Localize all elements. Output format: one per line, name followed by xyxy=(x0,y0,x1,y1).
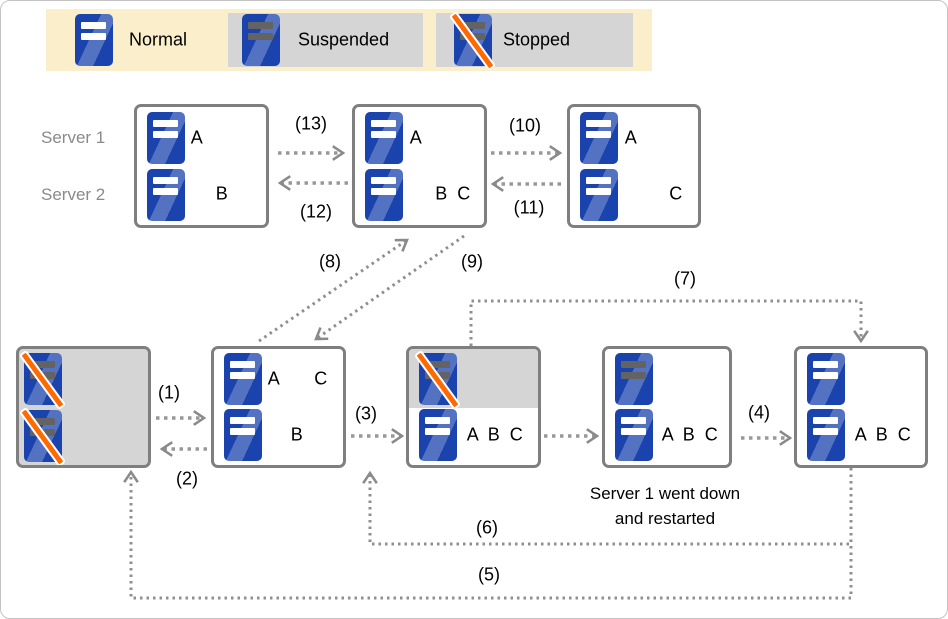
app-letters: C xyxy=(669,183,683,204)
arrow-label-7: (7) xyxy=(674,268,696,289)
legend-label-normal: Normal xyxy=(129,29,188,50)
state-box-b4: A B C xyxy=(602,346,732,468)
legend-label-suspended: Suspended xyxy=(298,29,390,50)
server-stopped-icon xyxy=(24,410,62,462)
state-box-b1 xyxy=(16,346,151,468)
app-letters: A B C xyxy=(661,424,719,445)
app-letters: A B C xyxy=(854,424,912,445)
state-box-b3: A B C xyxy=(406,346,541,468)
arrow-label-10: (10) xyxy=(508,115,542,136)
server-suspended-icon xyxy=(242,14,280,66)
restart-note-line1: Server 1 went down xyxy=(589,484,741,503)
server-normal-icon xyxy=(365,169,403,221)
server-normal-icon xyxy=(580,169,618,221)
app-letters: B C xyxy=(435,183,471,204)
app-letters: C xyxy=(314,368,328,389)
server-normal-icon xyxy=(419,409,457,461)
app-letters: A xyxy=(267,368,281,389)
state-box-t2: A B C xyxy=(352,104,487,228)
server-normal-icon xyxy=(224,353,262,405)
state-box-b2: A C B xyxy=(211,346,346,468)
app-letters: A xyxy=(190,127,204,148)
server-stopped-icon xyxy=(24,353,62,405)
app-letters: A xyxy=(624,127,638,148)
state-box-b5: A B C xyxy=(794,346,928,468)
arrow-label-12: (12) xyxy=(299,201,333,222)
server-normal-icon xyxy=(807,409,845,461)
row-label-server2: Server 2 xyxy=(41,185,106,204)
restart-note: Server 1 went down and restarted xyxy=(590,481,740,531)
server-normal-icon xyxy=(580,112,618,164)
legend-chip-stopped: Stopped xyxy=(436,13,633,67)
arrow-label-6: (6) xyxy=(476,517,498,538)
arrow-label-4: (4) xyxy=(748,402,770,423)
state-box-t1: A B xyxy=(134,104,269,228)
app-letters: A xyxy=(409,127,423,148)
app-letters: A B C xyxy=(466,424,524,445)
server-suspended-icon xyxy=(615,353,653,405)
legend-panel: Normal Suspended Stopped xyxy=(46,9,652,71)
server-stopped-icon xyxy=(419,353,457,405)
server-normal-icon xyxy=(807,353,845,405)
app-letters: B xyxy=(290,424,304,445)
arrow-label-11: (11) xyxy=(513,197,545,218)
server-normal-icon xyxy=(615,409,653,461)
state-box-t3: A C xyxy=(567,104,701,228)
server-normal-icon xyxy=(147,112,185,164)
restart-note-line2: and restarted xyxy=(614,509,716,528)
legend-chip-suspended: Suspended xyxy=(228,13,423,67)
arrow-label-9: (9) xyxy=(461,251,483,272)
legend-label-stopped: Stopped xyxy=(503,29,571,50)
row-label-server1: Server 1 xyxy=(41,128,106,147)
server-stopped-icon xyxy=(454,14,492,66)
server-normal-icon xyxy=(224,409,262,461)
arrow-label-1: (1) xyxy=(158,382,180,403)
arrow-label-13: (13) xyxy=(294,113,328,134)
arrow-label-5: (5) xyxy=(478,564,500,585)
server-normal-icon xyxy=(147,169,185,221)
arrow-label-2: (2) xyxy=(176,468,198,489)
arrow-label-8: (8) xyxy=(319,251,341,272)
arrow-7 xyxy=(469,299,869,346)
server-normal-icon xyxy=(365,112,403,164)
server-normal-icon xyxy=(75,14,113,66)
app-letters: B xyxy=(215,183,229,204)
arrow-label-3: (3) xyxy=(355,403,377,424)
